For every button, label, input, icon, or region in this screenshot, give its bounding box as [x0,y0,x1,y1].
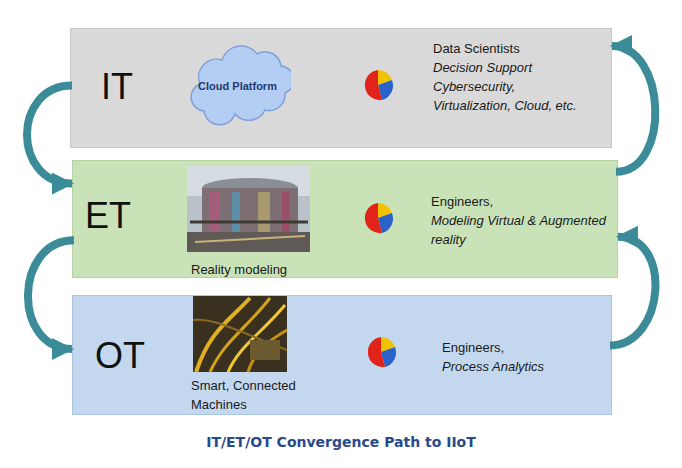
role-text: Engineers, [431,192,601,211]
layer-label: ET [85,196,145,236]
role-text: Engineers, [442,338,602,357]
image-caption: Smart, Connected Machines [191,376,309,414]
skills-text: Process Analytics [442,357,602,376]
cloud-label: Cloud Platform [184,41,291,131]
layer-band: IT Data ScientistsDecision Support Cybers… [70,28,612,148]
skills-text: Decision Support Cybersecurity, Virtuali… [433,58,578,115]
curved-arrow [28,240,74,349]
role-text: Data Scientists [433,39,603,58]
cloud-shape: Cloud Platform [184,41,291,131]
curved-arrow [27,86,72,184]
image-caption: Reality modeling [191,260,331,279]
layer-label: OT [95,336,155,376]
layer-band: OT Smart, Connected Machines Engineers,Pro… [72,295,612,415]
curved-arrow [612,46,655,172]
diagram-title: IT/ET/OT Convergence Path to IIoT [0,434,682,450]
skills-text: Modeling Virtual & Augmented reality [431,211,611,249]
curved-arrow [610,237,655,346]
layer-band: ET Reality modeling Engineers,Modeling Vir… [72,160,618,278]
layer-label: IT [101,67,161,107]
